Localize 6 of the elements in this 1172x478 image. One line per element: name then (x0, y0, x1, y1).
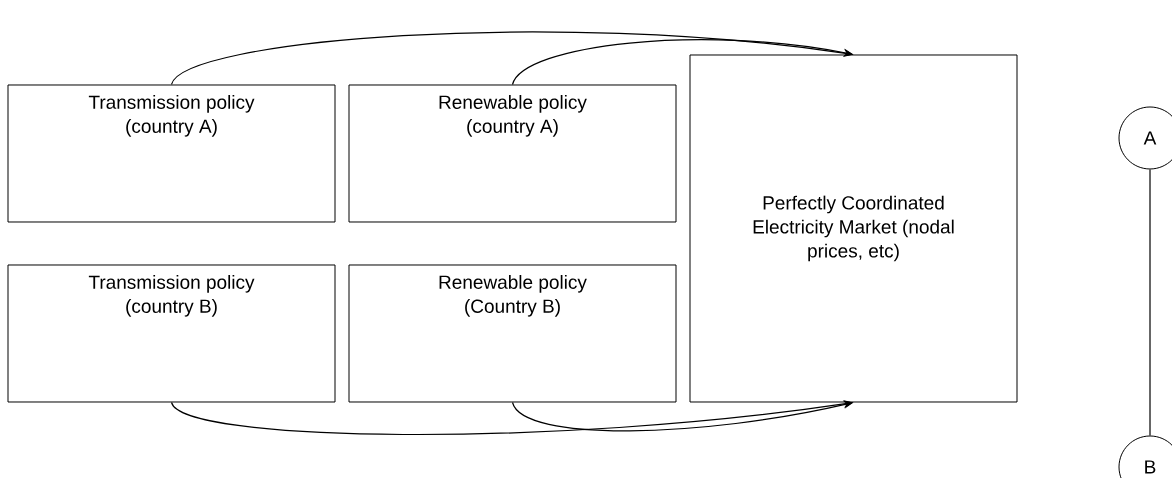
policy-box: Renewable policy (country A) (348, 84, 677, 223)
connector-line (1149, 168, 1151, 437)
policy-box: Transmission policy (country B) (7, 264, 336, 403)
policy-box: Transmission policy (country A) (7, 84, 336, 223)
policy-box: Renewable policy (Country B) (348, 264, 677, 403)
market-box: Perfectly Coordinated Electricity Market (nodal prices, etc) (689, 54, 1018, 403)
